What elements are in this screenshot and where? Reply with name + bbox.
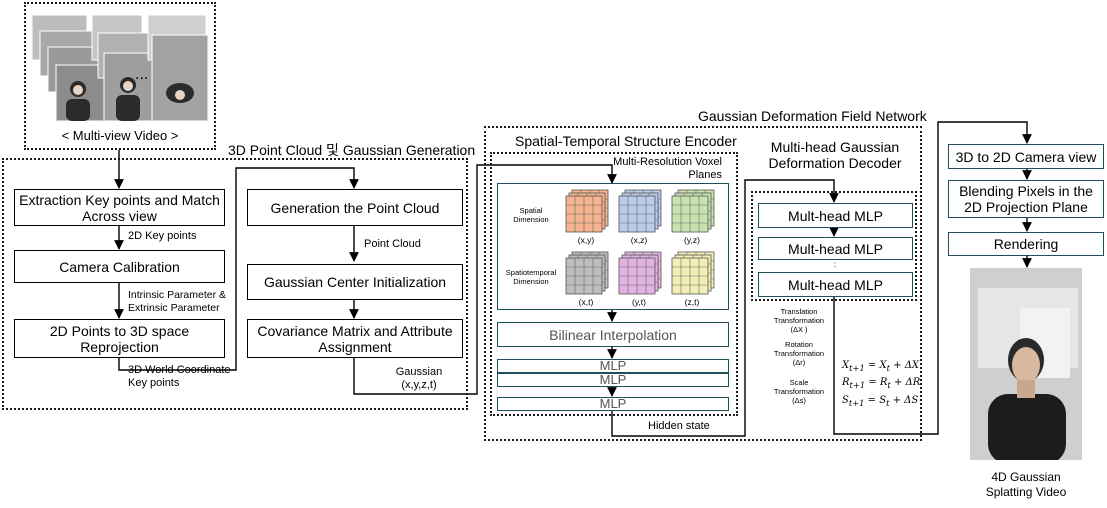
spatiotemporal-dimension-label: Spatiotemporal Dimension xyxy=(505,268,557,286)
arrow-reproj-to-generation xyxy=(118,167,359,371)
voxel-plane-xy xyxy=(565,189,609,233)
gaussian-center-init-box: Gaussian Center Initialization xyxy=(247,264,463,300)
mlp-box-1: MLP xyxy=(497,358,729,373)
world-coordinate-label: 3D World Coordinate Key points xyxy=(128,364,231,389)
output-video-caption: 4D Gaussian Splatting Video xyxy=(985,470,1067,499)
covariance-matrix-box: Covariance Matrix and Attribute Assignme… xyxy=(247,319,463,358)
voxel-plane-label: (x,z) xyxy=(630,235,648,245)
deformation-network-group xyxy=(484,126,922,441)
network-title: Gaussian Deformation Field Network xyxy=(698,108,927,124)
voxel-plane-grid: (x,y) (x,z) (y,z) (x,t) (y,t) (z,t) xyxy=(560,186,730,308)
scale-transform-label: Scale Transformation (Δs) xyxy=(773,378,825,405)
translation-transform-label: Translation Transformation (ΔX ) xyxy=(773,307,825,334)
voxel-plane-label: (y,t) xyxy=(631,297,646,307)
bilinear-interpolation-box: Bilinear Interpolation xyxy=(497,322,729,347)
voxel-plane-zt xyxy=(671,251,715,295)
camera-params-label: Intrinsic Parameter & Extrinsic Paramete… xyxy=(128,289,227,314)
rendering-box: Rendering xyxy=(948,232,1104,256)
generation-pointcloud-box: Generation the Point Cloud xyxy=(247,189,463,226)
voxel-plane-label: (x,y) xyxy=(577,235,595,245)
pointcloud-gaussian-group xyxy=(2,158,468,410)
multihead-mlp-1: Mult-head MLP xyxy=(758,203,913,228)
voxel-plane-label: (z,t) xyxy=(684,297,700,307)
scale-equation: St+1 = St + ΔS xyxy=(842,395,919,408)
encoder-title: Spatial-Temporal Structure Encoder xyxy=(515,133,737,149)
voxel-plane-xz xyxy=(618,189,662,233)
extraction-keypoints-box: Extraction Key points and Match Across v… xyxy=(14,189,225,226)
multiview-video-caption: < Multi-view Video > xyxy=(61,128,179,143)
mlp-box-3: MLP xyxy=(497,396,729,411)
voxel-planes-title: Multi-Resolution Voxel Planes xyxy=(613,156,722,181)
video-ellipsis: ... xyxy=(135,66,149,83)
voxel-plane-yt xyxy=(618,251,662,295)
arrow-decoder-to-render xyxy=(833,121,1032,435)
voxel-plane-label: (x,t) xyxy=(578,297,594,307)
blending-pixels-box: Blending Pixels in the 2D Projection Pla… xyxy=(948,180,1104,218)
keypoints-label: 2D Key points xyxy=(128,230,197,242)
camera-calibration-box: Camera Calibration xyxy=(14,250,225,283)
multiview-video-thumbnails xyxy=(30,13,210,123)
output-video-frame xyxy=(970,268,1082,460)
hidden-state-label: Hidden state xyxy=(648,420,710,432)
decoder-title: Multi-head Gaussian Deformation Decoder xyxy=(768,139,902,171)
multihead-mlp-2: Mult-head MLP xyxy=(758,237,913,260)
gaussian-xyzt-label: Gaussian (x,y,z,t) xyxy=(395,366,443,391)
translation-equation: Xt+1 = Xt + ΔX xyxy=(842,360,920,373)
rotation-transform-label: Rotation Transformation (Δr) xyxy=(773,340,825,367)
rotation-equation: Rt+1 = Rt + ΔR xyxy=(842,377,921,390)
mlp-box-2: MLP xyxy=(497,372,729,387)
arrow-cov-to-encoder xyxy=(353,164,617,395)
voxel-plane-label: (y,z) xyxy=(684,235,700,245)
camera-view-box: 3D to 2D Camera view xyxy=(948,144,1104,169)
voxel-plane-xt xyxy=(565,251,609,295)
voxel-plane-yz xyxy=(671,189,715,233)
decoder-vdots: ⋮ xyxy=(830,258,840,269)
encoder-group xyxy=(490,152,738,416)
pointcloud-label: Point Cloud xyxy=(364,238,421,250)
pointcloud-gaussian-title: 3D Point Cloud 및 Gaussian Generation xyxy=(228,142,476,158)
spatial-dimension-label: Spatial Dimension xyxy=(513,206,549,224)
multiview-video-frame xyxy=(24,2,216,150)
decoder-group xyxy=(751,191,917,301)
arrow-hidden-to-decoder xyxy=(611,179,839,437)
reprojection-box: 2D Points to 3D space Reprojection xyxy=(14,319,225,358)
multihead-mlp-3: Mult-head MLP xyxy=(758,272,913,297)
